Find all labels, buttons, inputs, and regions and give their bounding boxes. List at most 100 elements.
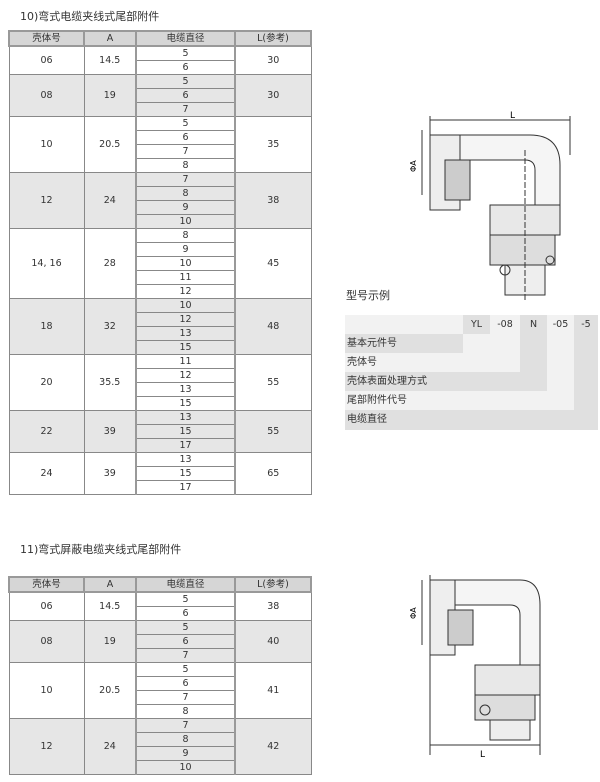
length-cell: 30 bbox=[234, 74, 312, 117]
length-cell: 45 bbox=[234, 228, 312, 299]
cable-diameter-cell: 9 bbox=[135, 200, 236, 215]
a-cell: 24 bbox=[83, 172, 137, 229]
length-cell: 48 bbox=[234, 298, 312, 355]
cable-diameter-cell: 7 bbox=[135, 648, 236, 663]
a-cell: 20.5 bbox=[83, 116, 137, 173]
column-header: 电缆直径 bbox=[135, 576, 236, 593]
shell-cell: 22 bbox=[8, 410, 85, 453]
shell-cell: 12 bbox=[8, 172, 85, 229]
length-cell: 55 bbox=[234, 410, 312, 453]
shell-cell: 08 bbox=[8, 74, 85, 117]
shell-cell: 24 bbox=[8, 452, 85, 495]
column-header: 壳体号 bbox=[8, 576, 85, 593]
table-row: 9 bbox=[9, 746, 311, 761]
cable-diameter-cell: 17 bbox=[135, 438, 236, 453]
column-header: A bbox=[83, 30, 137, 47]
cable-diameter-cell: 13 bbox=[135, 410, 236, 425]
cable-diameter-cell: 15 bbox=[135, 466, 236, 481]
cable-diameter-cell: 8 bbox=[135, 186, 236, 201]
code-yl: YL bbox=[470, 319, 483, 330]
length-cell: 55 bbox=[234, 354, 312, 411]
column-header: 电缆直径 bbox=[135, 30, 236, 47]
a-cell: 39 bbox=[83, 410, 137, 453]
length-cell: 42 bbox=[234, 718, 312, 775]
cable-diameter-cell: 7 bbox=[135, 102, 236, 117]
cable-diameter-cell: 7 bbox=[135, 690, 236, 705]
code-shell: -08 bbox=[497, 319, 513, 330]
a-cell: 19 bbox=[83, 74, 137, 117]
cable-diameter-cell: 6 bbox=[135, 130, 236, 145]
connector-drawing-11: L ΦA bbox=[410, 575, 541, 760]
length-label-11: L bbox=[480, 750, 485, 760]
table-row: 10 bbox=[9, 760, 311, 775]
section-10-title: 10)弯式电缆夹线式尾部附件 bbox=[20, 10, 160, 23]
cable-diameter-cell: 6 bbox=[135, 60, 236, 75]
cable-diameter-cell: 15 bbox=[135, 424, 236, 439]
cable-diameter-cell: 7 bbox=[135, 172, 236, 187]
shell-cell: 10 bbox=[8, 116, 85, 173]
table-row: 17 bbox=[9, 480, 311, 495]
shell-cell: 06 bbox=[8, 45, 85, 75]
shell-cell: 08 bbox=[8, 620, 85, 663]
section-11-title: 11)弯式屏蔽电缆夹线式尾部附件 bbox=[20, 543, 182, 556]
cable-diameter-cell: 10 bbox=[135, 760, 236, 775]
code-finish: N bbox=[529, 319, 538, 330]
cable-diameter-cell: 8 bbox=[135, 704, 236, 719]
cable-diameter-cell: 8 bbox=[135, 158, 236, 173]
cable-diameter-cell: 5 bbox=[135, 116, 236, 131]
cable-diameter-cell: 7 bbox=[135, 718, 236, 733]
cable-diameter-cell: 10 bbox=[135, 214, 236, 229]
diameter-label-11: ΦA bbox=[410, 607, 418, 619]
cable-diameter-cell: 15 bbox=[135, 340, 236, 355]
cable-diameter-cell: 5 bbox=[135, 662, 236, 677]
length-cell: 41 bbox=[234, 662, 312, 719]
cable-diameter-cell: 7 bbox=[135, 144, 236, 159]
cable-diameter-cell: 10 bbox=[135, 298, 236, 313]
cable-diameter-cell: 11 bbox=[135, 354, 236, 369]
cable-diameter-cell: 8 bbox=[135, 732, 236, 747]
a-cell: 39 bbox=[83, 452, 137, 495]
label-basic: 基本元件号 bbox=[347, 338, 397, 349]
length-label: L bbox=[510, 111, 515, 121]
label-cable: 电缆直径 bbox=[347, 414, 387, 425]
cable-diameter-cell: 13 bbox=[135, 452, 236, 467]
label-finish: 壳体表面处理方式 bbox=[347, 376, 427, 387]
cable-diameter-cell: 11 bbox=[135, 270, 236, 285]
shell-cell: 18 bbox=[8, 298, 85, 355]
cable-diameter-cell: 12 bbox=[135, 312, 236, 327]
cable-diameter-cell: 13 bbox=[135, 382, 236, 397]
length-cell: 65 bbox=[234, 452, 312, 495]
cable-diameter-cell: 12 bbox=[135, 284, 236, 299]
a-cell: 28 bbox=[83, 228, 137, 299]
a-cell: 14.5 bbox=[83, 45, 137, 75]
shell-cell: 06 bbox=[8, 591, 85, 621]
table-row: 15 bbox=[9, 396, 311, 411]
cable-diameter-cell: 15 bbox=[135, 396, 236, 411]
cable-diameter-cell: 12 bbox=[135, 368, 236, 383]
a-cell: 24 bbox=[83, 718, 137, 775]
cable-diameter-cell: 6 bbox=[135, 676, 236, 691]
cable-diameter-cell: 9 bbox=[135, 242, 236, 257]
table-row: 10 bbox=[9, 214, 311, 229]
a-cell: 14.5 bbox=[83, 591, 137, 621]
cable-diameter-cell: 13 bbox=[135, 326, 236, 341]
code-accessory: -05 bbox=[552, 319, 569, 330]
cable-diameter-cell: 6 bbox=[135, 634, 236, 649]
table-row: 7 bbox=[9, 102, 311, 117]
a-cell: 35.5 bbox=[83, 354, 137, 411]
connector-drawing-10: L ΦA bbox=[410, 111, 571, 300]
shell-cell: 14, 16 bbox=[8, 228, 85, 299]
